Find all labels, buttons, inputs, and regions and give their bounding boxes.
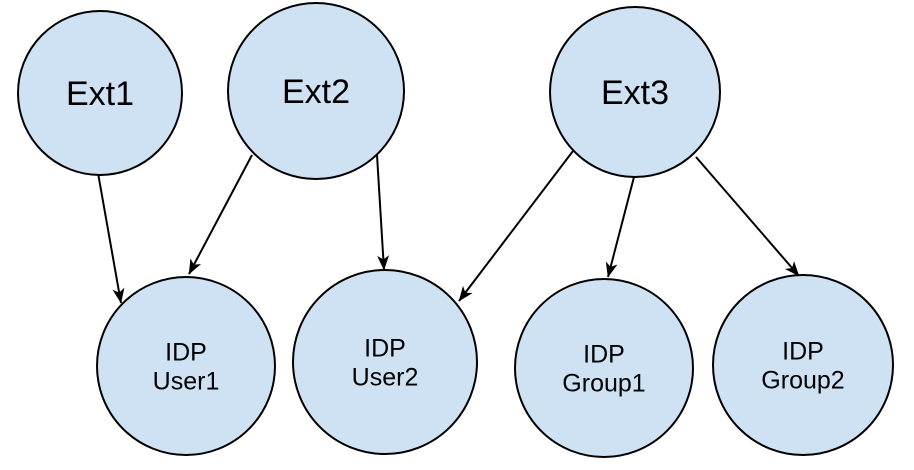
node-ext3: Ext3 (549, 6, 721, 178)
edge-ext3-to-idp-group2 (695, 156, 800, 277)
node-ext2: Ext2 (227, 2, 405, 180)
node-ext3-circle (549, 6, 721, 178)
node-idp-group1-circle (514, 278, 694, 458)
edge-ext3-to-idp-user2 (458, 150, 574, 302)
node-ext1-label-line: Ext1 (66, 75, 134, 113)
edge-ext1-to-idp-user1 (97, 172, 125, 304)
node-idp-user1-label-line: IDP (165, 338, 207, 366)
node-idp-user1-label-line: User1 (153, 367, 220, 395)
node-ext1: Ext1 (17, 10, 183, 176)
node-idp-user1-circle (96, 276, 276, 456)
node-idp-group1-label-line: Group1 (562, 369, 645, 397)
node-idp-user2-circle (292, 269, 478, 455)
node-ext1-label: Ext1 (66, 75, 134, 113)
node-idp-group1-label-line: IDP (583, 340, 625, 368)
node-ext2-label: Ext2 (282, 73, 350, 111)
edge-ext2-to-idp-user1 (188, 154, 253, 275)
node-ext1-circle (17, 10, 183, 176)
node-idp-user2-label-line: IDP (364, 334, 406, 362)
node-ext3-label: Ext3 (601, 74, 669, 112)
node-ext3-label-line: Ext3 (601, 74, 669, 112)
node-idp-user2-label-line: User2 (352, 363, 419, 391)
node-ext2-label-line: Ext2 (282, 73, 350, 111)
edge-ext3-to-idp-group1 (605, 176, 635, 278)
edge-ext2-to-idp-user2 (376, 154, 390, 271)
node-idp-group2-label-line: IDP (782, 337, 824, 365)
node-idp-group2-circle (712, 274, 894, 456)
node-idp-group2-label-line: Group2 (761, 366, 844, 394)
node-ext2-circle (227, 2, 405, 180)
